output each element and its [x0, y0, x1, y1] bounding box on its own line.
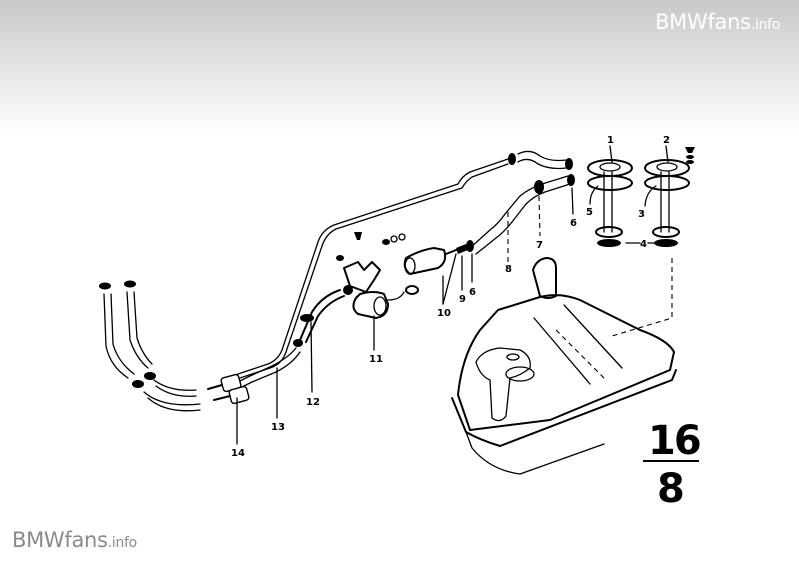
callout-6a: 6	[570, 218, 577, 229]
filter-clip	[456, 244, 468, 254]
return-fuel-line[interactable]	[231, 150, 573, 381]
group-number-sub: 8	[657, 466, 683, 512]
callout-7: 7	[536, 240, 543, 251]
left-hose-pair[interactable]	[99, 280, 201, 412]
fuel-sending-unit-2[interactable]	[644, 147, 695, 247]
washer	[390, 235, 398, 243]
header-gradient-band	[0, 0, 799, 135]
callout-11: 11	[369, 354, 383, 365]
group-number: 16 8	[643, 418, 702, 512]
watermark-top-suffix: .info	[750, 17, 781, 33]
group-number-main: 16	[648, 418, 700, 464]
watermark-top-brand: BMWfans	[655, 10, 751, 34]
callout-10: 10	[437, 308, 451, 319]
leader-lines	[236, 145, 669, 445]
callout-2: 2	[663, 135, 670, 146]
grommet	[508, 153, 516, 165]
fuel-lines-13[interactable]	[237, 347, 301, 389]
watermark-top: BMWfans.info	[655, 10, 780, 34]
hose-clip	[534, 180, 544, 194]
small-screw	[354, 232, 362, 240]
watermark-bottom-suffix: .info	[107, 535, 138, 551]
callout-3: 3	[638, 209, 645, 220]
washer	[398, 233, 406, 241]
screw	[685, 147, 695, 153]
callout-9: 9	[459, 294, 466, 305]
fuel-sending-unit-1[interactable]	[587, 159, 633, 247]
nut	[382, 239, 390, 245]
callout-14: 14	[231, 448, 245, 459]
hose-clamp	[565, 158, 573, 170]
callout-6b: 6	[469, 287, 476, 298]
hose-clamp	[567, 174, 575, 186]
callout-12: 12	[306, 397, 320, 408]
hose-12[interactable]	[293, 289, 345, 347]
callout-1: 1	[607, 135, 614, 146]
callout-8: 8	[505, 264, 512, 275]
callout-5: 5	[586, 207, 593, 218]
watermark-bottom: BMWfans.info	[12, 528, 137, 552]
fuel-pump[interactable]	[336, 255, 419, 319]
feed-hose[interactable]	[466, 174, 575, 255]
callout-4: 4	[640, 239, 647, 250]
watermark-bottom-brand: BMWfans	[12, 528, 108, 552]
hose-clamp	[466, 240, 474, 252]
callout-13: 13	[271, 422, 285, 433]
fuel-filter[interactable]	[403, 244, 468, 275]
connector-14[interactable]	[207, 373, 250, 405]
fuel-tank[interactable]	[451, 257, 677, 475]
